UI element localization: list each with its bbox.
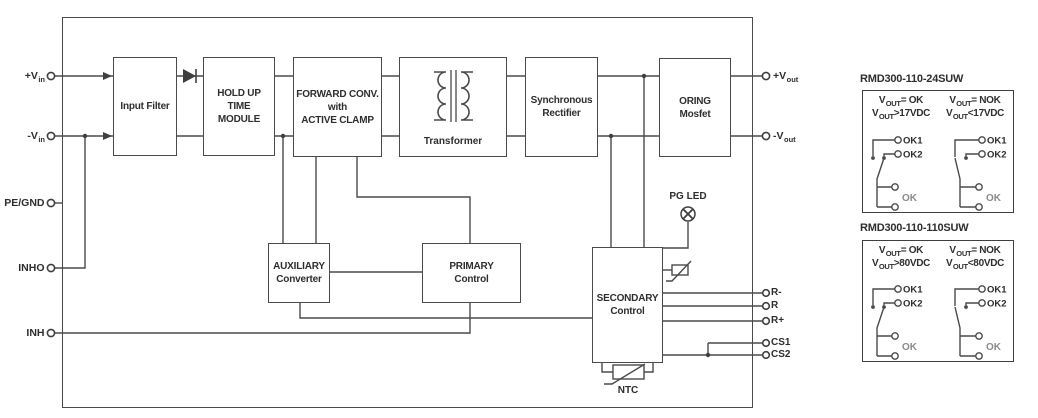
block-synchronous-rectifier: Synchronous Rectifier: [525, 57, 598, 157]
terminal-label-vin-pos: +Vin: [24, 70, 45, 84]
block-input-filter: Input Filter: [113, 57, 177, 156]
ok-state-header: VOUT= OK VOUT>17VDC: [871, 95, 931, 121]
block-primary-control: PRIMARY Control: [422, 243, 521, 303]
relay-table-110suw: VOUT= OK VOUT>80VDC VOUT= NOK VOUT<80VDC…: [862, 240, 1014, 362]
terminal-label-r-minus: R-: [771, 287, 782, 298]
svg-text:OK1: OK1: [987, 136, 1007, 147]
svg-text:OK: OK: [986, 193, 1002, 204]
ntc-thermistor-icon: [604, 363, 646, 385]
pg-led-icon: [680, 206, 696, 222]
table2-title: RMD300-110-110SUW: [860, 222, 969, 234]
transformer-label: Transformer: [423, 136, 483, 147]
terminal-label-r: R: [771, 300, 779, 311]
relay-contact-diagram-ok: OK1 OK2 OK: [871, 136, 923, 211]
svg-text:OK: OK: [902, 193, 918, 204]
trimmer-icon: [666, 260, 692, 282]
arrowhead-icons: [103, 72, 112, 140]
relay-contact-diagram-nok: OK1 OK2 OK: [954, 136, 1007, 211]
terminal-label-vout-pos: +Vout: [773, 70, 799, 84]
terminal-label-inh: INH: [26, 327, 45, 339]
block-holdup-time-module: HOLD UP TIME MODULE: [203, 57, 275, 156]
svg-text:OK: OK: [986, 342, 1002, 353]
pg-led-label: PG LED: [669, 191, 707, 202]
ntc-label: NTC: [617, 385, 639, 396]
relay-contact-diagram-ok: OK1 OK2 OK: [871, 285, 923, 360]
nok-state-header: VOUT= NOK VOUT<17VDC: [945, 95, 1005, 121]
svg-text:OK1: OK1: [903, 285, 923, 296]
terminal-label-vout-neg: -Vout: [773, 130, 796, 144]
block-auxiliary-converter: AUXILIARY Converter: [268, 243, 330, 303]
terminal-label-cs2: CS2: [771, 349, 791, 360]
module-enclosure: [62, 17, 753, 408]
relay-table-24suw: VOUT= OK VOUT>17VDC VOUT= NOK VOUT<17VDC…: [862, 90, 1014, 213]
transformer-icon: [434, 70, 473, 122]
svg-text:OK2: OK2: [987, 299, 1007, 310]
block-transformer: [399, 57, 507, 157]
svg-text:OK2: OK2: [903, 150, 923, 161]
block-oring-mosfet: ORING Mosfet: [659, 58, 731, 157]
nok-state-header: VOUT= NOK VOUT<80VDC: [945, 245, 1005, 271]
svg-text:OK2: OK2: [987, 150, 1007, 161]
terminal-circles: [46, 71, 771, 360]
svg-text:OK: OK: [902, 342, 918, 353]
terminal-label-cs1: CS1: [771, 337, 791, 348]
terminal-label-pe-gnd: PE/GND: [4, 197, 45, 209]
block-secondary-control: SECONDARY Control: [592, 247, 663, 363]
terminal-label-inho: INHO: [18, 262, 45, 274]
relay-contact-diagram-nok: OK1 OK2 OK: [954, 285, 1007, 360]
terminal-label-r-plus: R+: [771, 315, 785, 326]
terminal-label-vin-neg: -Vin: [27, 130, 45, 144]
svg-text:OK1: OK1: [987, 285, 1007, 296]
table1-title: RMD300-110-24SUW: [860, 73, 964, 85]
ok-state-header: VOUT= OK VOUT>80VDC: [871, 245, 931, 271]
block-forward-converter: FORWARD CONV. with ACTIVE CLAMP: [293, 57, 382, 157]
diode-icon: [183, 69, 197, 83]
svg-text:OK2: OK2: [903, 299, 923, 310]
svg-text:OK1: OK1: [903, 136, 923, 147]
junction-dots: [82, 73, 711, 358]
